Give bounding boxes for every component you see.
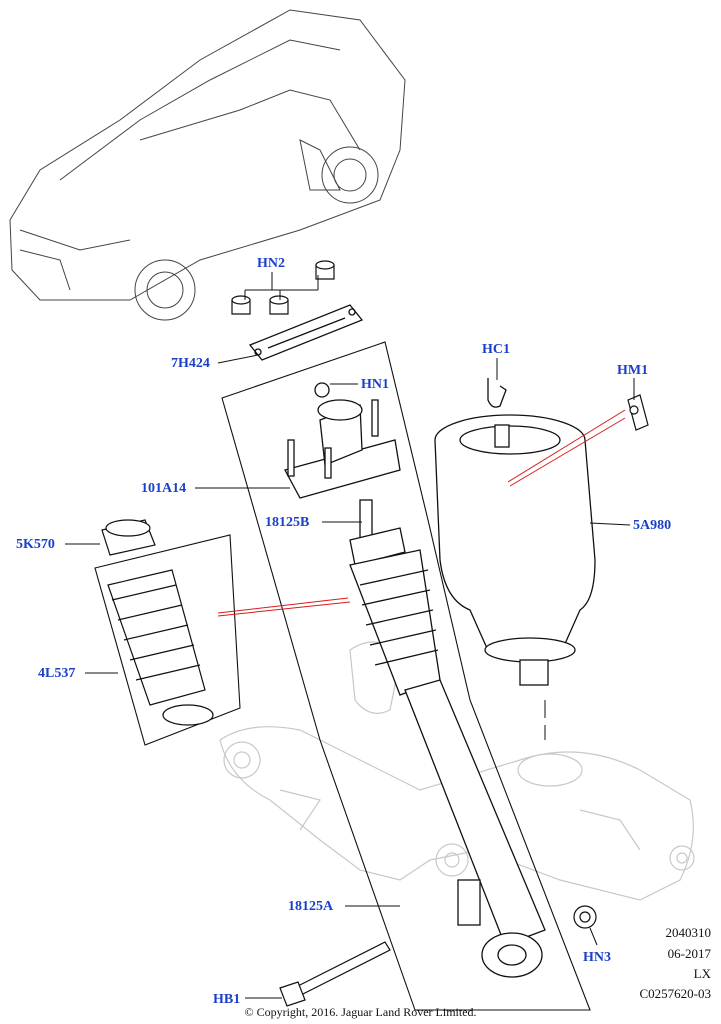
reference-date: 06-2017 xyxy=(667,946,711,961)
reference-code: C0257620-03 xyxy=(639,986,712,1001)
retaining-clip xyxy=(487,378,507,408)
dust-boot xyxy=(107,569,214,726)
callout-hm1: HM1 xyxy=(617,363,649,378)
jounce-bumper xyxy=(101,519,156,556)
callout-5a980: 5A980 xyxy=(633,518,672,533)
callout-hn3: HN3 xyxy=(583,950,611,965)
air-spring xyxy=(434,414,596,686)
callout-hn2: HN2 xyxy=(257,256,285,271)
callout-101a14: 101A14 xyxy=(141,481,187,496)
damper xyxy=(349,499,546,978)
vehicle-ghost xyxy=(9,9,406,321)
nut-group-hn2 xyxy=(231,260,335,315)
callout-hc1: HC1 xyxy=(482,342,510,357)
top-mount xyxy=(284,382,401,499)
sensor-connector xyxy=(627,394,649,431)
callout-18125b: 18125B xyxy=(265,515,310,530)
nut-hn3 xyxy=(573,905,597,929)
red-pointers xyxy=(217,409,626,617)
gasket-plate xyxy=(248,304,364,361)
subframe-ghost xyxy=(219,641,695,901)
callout-hb1: HB1 xyxy=(213,992,241,1007)
copyright-notice: © Copyright, 2016. Jaguar Land Rover Lim… xyxy=(244,1005,477,1019)
reference-model: LX xyxy=(693,966,711,981)
callout-4l537: 4L537 xyxy=(38,666,76,681)
callout-5k570: 5K570 xyxy=(16,537,55,552)
callout-hn1: HN1 xyxy=(361,377,389,392)
callout-7h424: 7H424 xyxy=(171,356,210,371)
reference-number: 2040310 xyxy=(665,925,712,940)
bolt xyxy=(279,941,391,1007)
assembly-box xyxy=(94,341,591,1011)
leader-lines xyxy=(65,272,635,999)
callout-18125a: 18125A xyxy=(288,899,334,914)
